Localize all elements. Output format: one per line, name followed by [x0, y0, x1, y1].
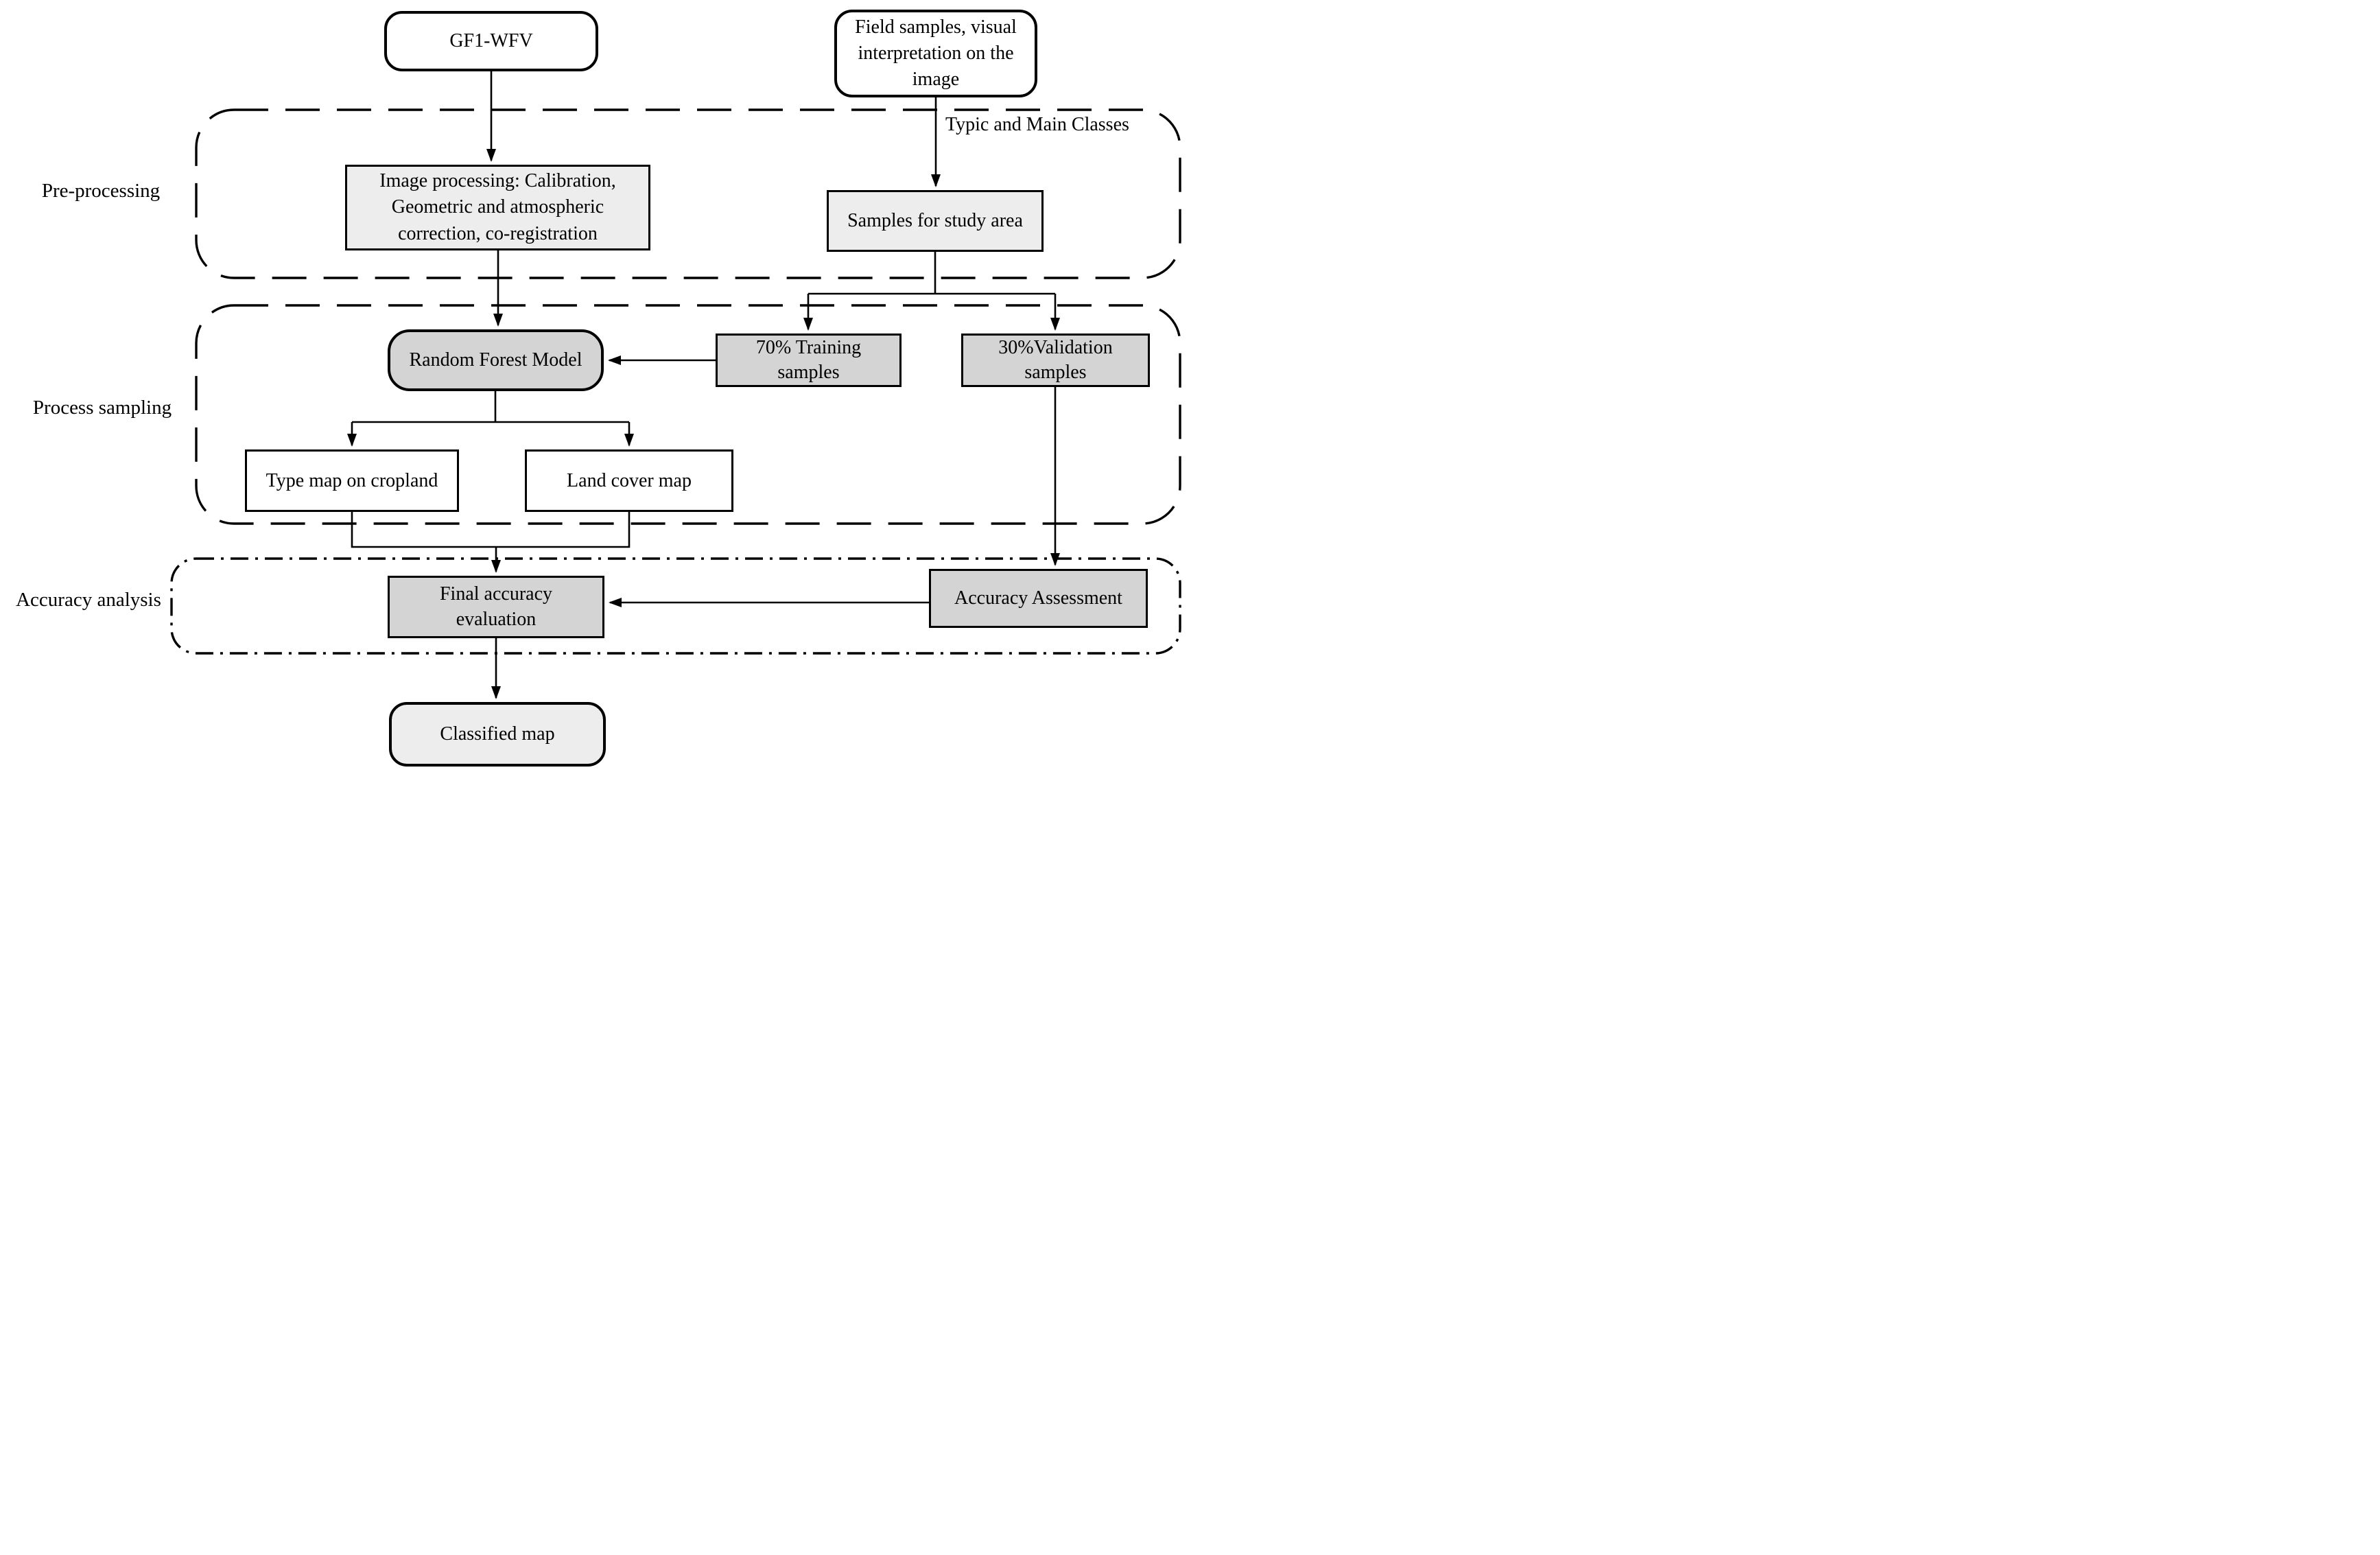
node-training-samples: 70% Training samples: [716, 334, 902, 387]
flowchart: Pre-processing Process sampling Accuracy…: [0, 0, 1190, 778]
node-gf1-wfv: GF1-WFV: [384, 11, 598, 71]
node-image-processing: Image processing: Calibration, Geometric…: [345, 165, 650, 250]
process-sampling-section-border: [195, 304, 1181, 525]
node-validation-samples: 30%Validation samples: [961, 334, 1150, 387]
section-label-pre-processing: Pre-processing: [41, 180, 161, 202]
pre-processing-section-border: [195, 108, 1181, 279]
annotation-typic-and-main-classes: Typic and Main Classes: [945, 114, 1129, 135]
node-classified-map: Classified map: [389, 702, 606, 767]
node-land-cover-map: Land cover map: [525, 449, 733, 512]
line-maps-join-bracket: [351, 512, 631, 548]
node-accuracy-assessment: Accuracy Assessment: [929, 569, 1148, 628]
section-label-accuracy-analysis: Accuracy analysis: [16, 589, 161, 611]
connector-layer: [170, 71, 1181, 699]
node-field-samples: Field samples, visual interpretation on …: [834, 10, 1037, 97]
section-label-process-sampling: Process sampling: [32, 397, 172, 419]
node-samples-study-area: Samples for study area: [827, 190, 1044, 252]
node-final-accuracy-evaluation: Final accuracy evaluation: [388, 576, 604, 638]
accuracy-analysis-section-border: [170, 557, 1181, 655]
node-random-forest-model: Random Forest Model: [388, 329, 604, 391]
node-type-map-on-cropland: Type map on cropland: [245, 449, 459, 512]
